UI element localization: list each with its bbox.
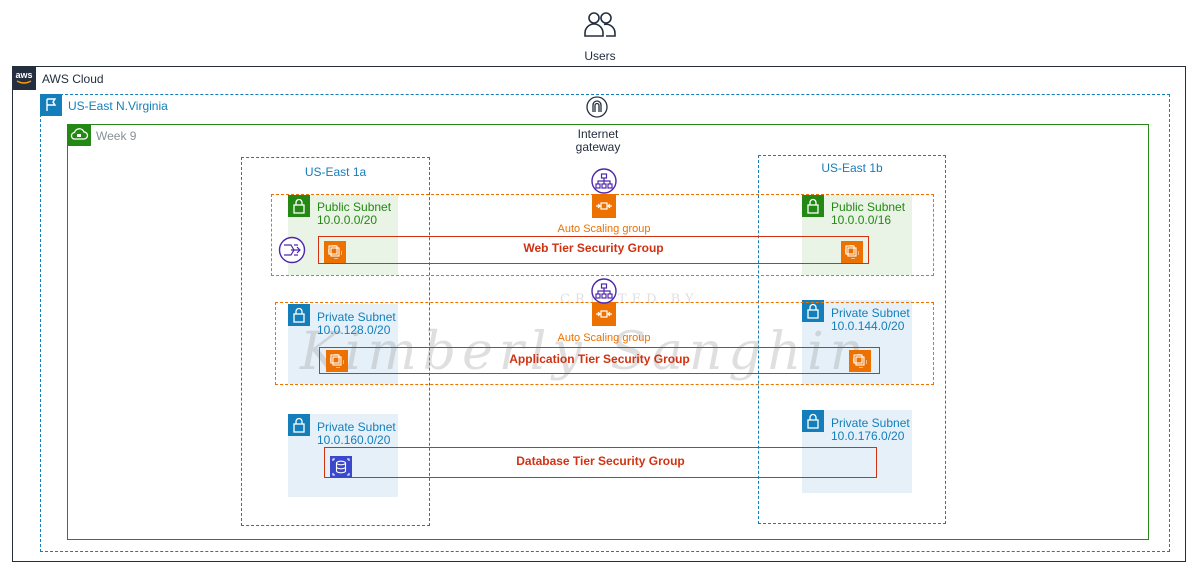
public-subnet-b-lock-icon xyxy=(802,195,824,217)
web-tier-security-group[interactable]: Web Tier Security Group xyxy=(318,236,869,264)
app-auto-scaling-label: Auto Scaling group xyxy=(557,332,651,344)
database-tier-security-group[interactable]: Database Tier Security Group xyxy=(324,447,877,478)
availability-zone-b xyxy=(758,155,946,524)
app-subnet-b-label: Private Subnet xyxy=(831,306,910,320)
rds-database-icon[interactable] xyxy=(330,456,352,478)
availability-zone-b-label: US-East 1b xyxy=(821,161,883,175)
auto-scaling-icon xyxy=(592,302,616,326)
availability-zone-a-label: US-East 1a xyxy=(304,165,367,179)
public-subnet-a-cidr: 10.0.0.0/20 xyxy=(317,213,378,227)
internet-gateway-label-1: Internet xyxy=(577,127,619,141)
users-icon xyxy=(584,12,616,37)
db-subnet-a-lock-icon xyxy=(288,414,310,436)
aws-logo: aws xyxy=(12,66,36,90)
availability-zone-a xyxy=(241,157,430,526)
db-subnet-b-cidr: 10.0.176.0/20 xyxy=(831,429,905,443)
web-tier-security-group-label: Web Tier Security Group xyxy=(523,241,664,255)
db-subnet-a-cidr: 10.0.160.0/20 xyxy=(317,433,391,447)
app-subnet-a-lock-icon xyxy=(288,304,310,326)
db-subnet-b-lock-icon xyxy=(802,410,824,432)
ec2-instance-icon[interactable] xyxy=(841,241,863,263)
ec2-instance-icon[interactable] xyxy=(326,350,348,372)
app-subnet-b-lock-icon xyxy=(802,300,824,322)
nat-gateway-icon[interactable] xyxy=(278,236,306,264)
aws-cloud-label: AWS Cloud xyxy=(42,72,104,86)
application-tier-security-group-label: Application Tier Security Group xyxy=(509,352,690,366)
vpc-cloud-icon xyxy=(67,124,91,146)
svg-text:aws: aws xyxy=(15,70,32,80)
web-auto-scaling-label: Auto Scaling group xyxy=(557,223,651,235)
internet-gateway-label-2: gateway xyxy=(575,140,621,154)
public-subnet-a-lock-icon xyxy=(288,195,310,217)
public-subnet-b-label: Public Subnet xyxy=(831,200,906,214)
auto-scaling-icon xyxy=(592,194,616,218)
public-subnet-b-cidr: 10.0.0.0/16 xyxy=(831,213,892,227)
vpc-label: Week 9 xyxy=(96,129,137,143)
internet-gateway-icon[interactable] xyxy=(586,96,608,118)
region-group xyxy=(40,94,1170,552)
app-subnet-b-cidr: 10.0.144.0/20 xyxy=(831,319,905,333)
region-label: US-East N.Virginia xyxy=(68,99,168,113)
users-label: Users xyxy=(584,49,616,63)
app-subnet-a-label: Private Subnet xyxy=(317,310,396,324)
users-node[interactable]: Users xyxy=(560,5,640,65)
database-tier-security-group-label: Database Tier Security Group xyxy=(516,454,685,468)
application-tier-security-group[interactable]: Application Tier Security Group xyxy=(319,347,880,374)
db-subnet-a-label: Private Subnet xyxy=(317,420,396,434)
load-balancer-icon[interactable] xyxy=(591,168,617,194)
vpc-group xyxy=(67,124,1149,540)
aws-cloud-group xyxy=(12,66,1186,562)
region-flag-icon xyxy=(40,94,62,116)
load-balancer-icon[interactable] xyxy=(591,278,617,304)
db-subnet-b-label: Private Subnet xyxy=(831,416,910,430)
ec2-instance-icon[interactable] xyxy=(324,241,346,263)
app-subnet-a-cidr: 10.0.128.0/20 xyxy=(317,323,391,337)
public-subnet-a-label: Public Subnet xyxy=(317,200,392,214)
ec2-instance-icon[interactable] xyxy=(849,350,871,372)
